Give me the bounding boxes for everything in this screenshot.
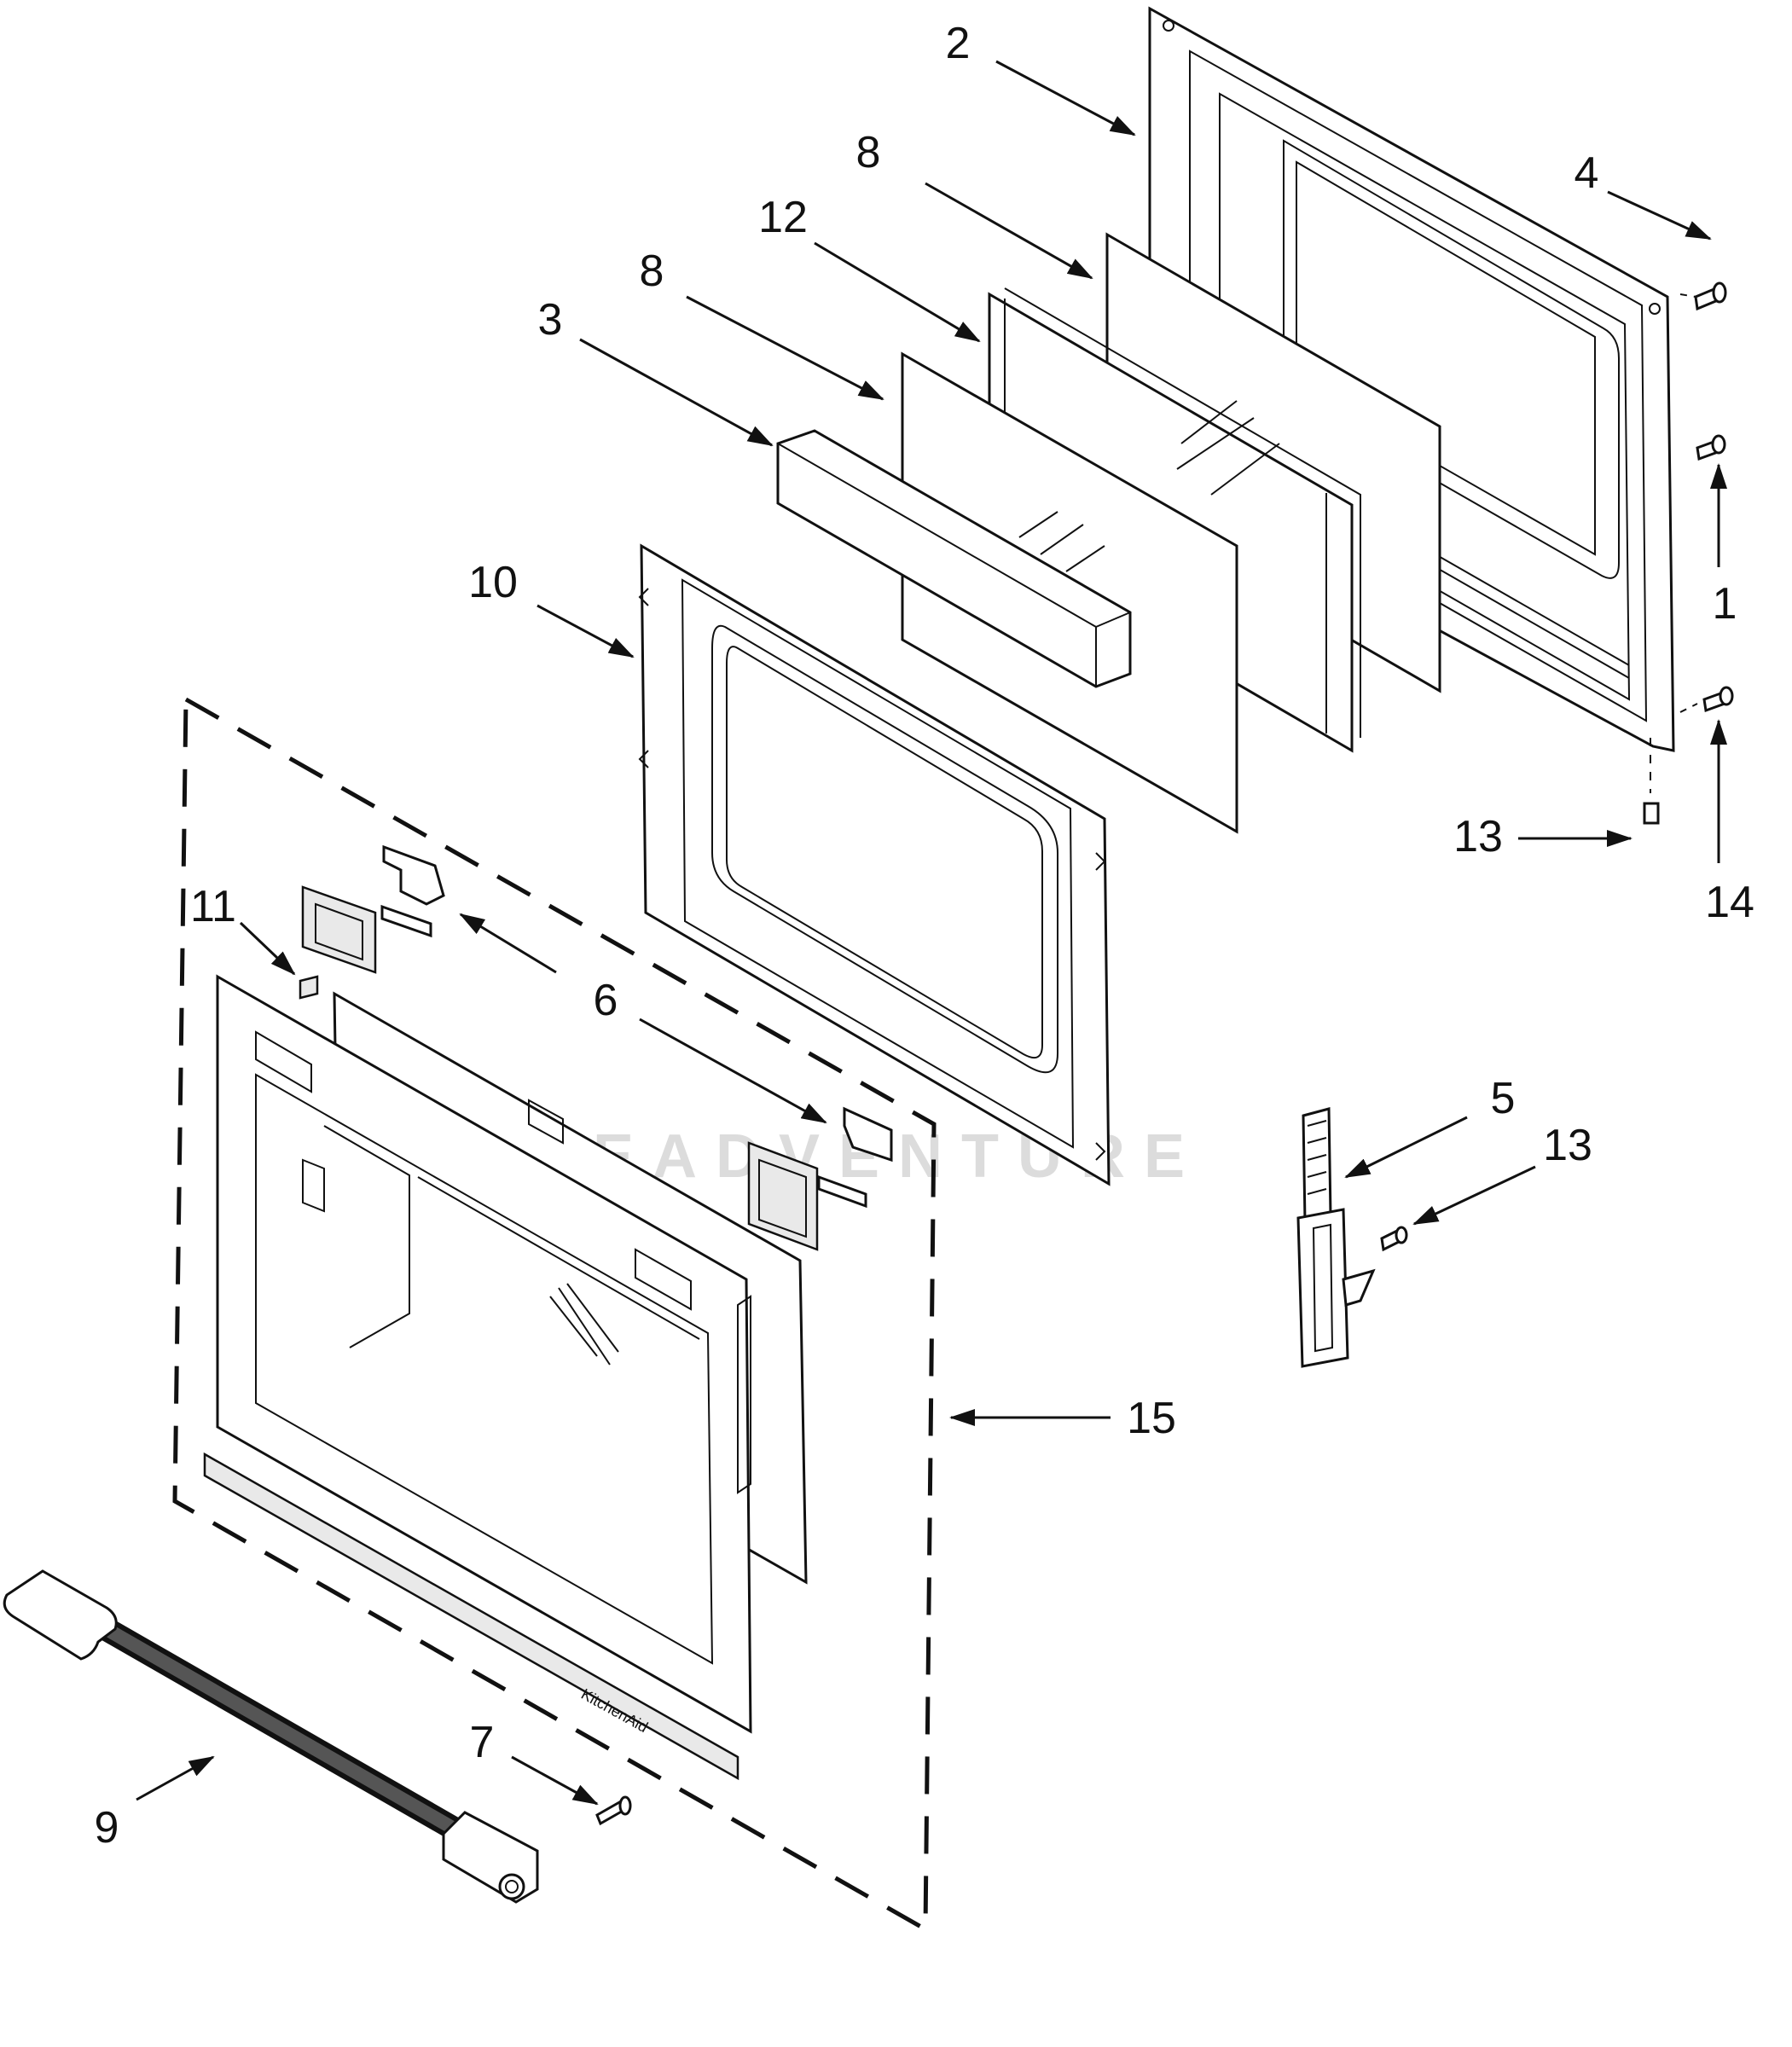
callout-13-top: 13 bbox=[1453, 812, 1503, 861]
part-9-handle bbox=[3, 1569, 539, 1904]
part-3-insulation bbox=[776, 429, 1132, 688]
callout-6: 6 bbox=[594, 976, 618, 1025]
part-13-screw-top bbox=[1643, 802, 1660, 825]
part-5-hinge bbox=[1296, 1107, 1376, 1368]
callout-7: 7 bbox=[470, 1718, 495, 1767]
callout-15: 15 bbox=[1127, 1394, 1176, 1443]
callout-14: 14 bbox=[1705, 878, 1754, 927]
leader-lines bbox=[136, 60, 1727, 1806]
callout-13-hinge: 13 bbox=[1543, 1121, 1592, 1170]
callout-10: 10 bbox=[468, 558, 518, 607]
callout-3: 3 bbox=[538, 295, 563, 345]
callout-5: 5 bbox=[1491, 1074, 1516, 1123]
callout-11: 11 bbox=[190, 882, 236, 931]
part-15-assembly-boundary bbox=[172, 695, 937, 1934]
part-10-inner-frame bbox=[638, 543, 1111, 1186]
callout-1: 1 bbox=[1713, 579, 1737, 629]
callout-8-front: 8 bbox=[640, 246, 664, 296]
callout-labels: 2 8 12 8 3 10 4 1 13 14 5 13 11 6 15 7 9 bbox=[95, 19, 1754, 1853]
part-7-screw bbox=[595, 1795, 632, 1826]
outer-door-panel: KitchenAid bbox=[203, 974, 808, 1781]
part-6-hinge-receivers bbox=[301, 844, 893, 1251]
callout-9: 9 bbox=[95, 1803, 119, 1853]
callout-8-back: 8 bbox=[856, 128, 881, 177]
callout-12: 12 bbox=[758, 193, 808, 242]
callout-4: 4 bbox=[1575, 148, 1599, 198]
callout-2: 2 bbox=[946, 19, 971, 68]
part-11-fastener bbox=[299, 975, 319, 1000]
right-side-screws bbox=[1380, 281, 1734, 1252]
